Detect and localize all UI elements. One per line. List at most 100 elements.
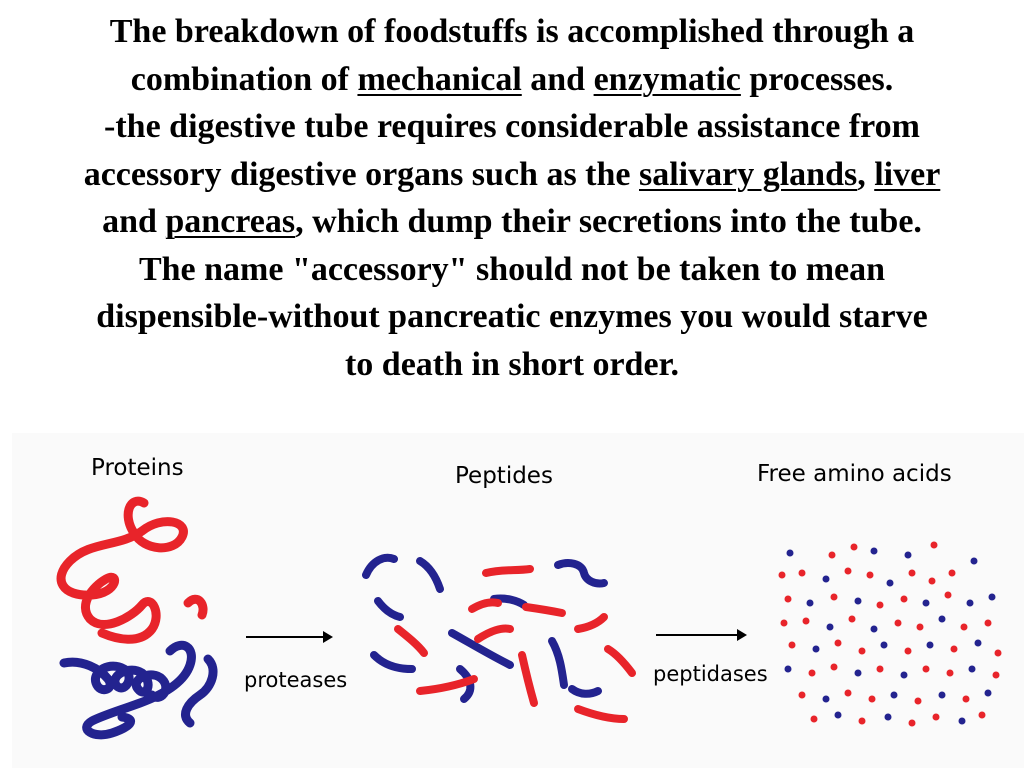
line5-post: , which dump their secretions into the t… [295,203,922,240]
line4-pre: accessory digestive organs such as the [83,155,639,193]
amino-dot [886,579,894,587]
amino-dot [958,717,966,725]
text-line-8: to death in short order. [0,341,1024,389]
amino-dot [914,697,922,705]
line2-mid: and [521,60,594,98]
peptide-red-8 [518,651,538,707]
peptide-blue-6 [448,629,514,669]
label-proteases: proteases [244,668,347,692]
amino-dot [880,641,888,649]
amino-dot [806,599,814,607]
peptide-red-10 [574,705,628,723]
amino-dot [870,547,878,555]
amino-dot [858,717,866,725]
peptide-blue-4 [374,597,404,621]
amino-dot [994,649,1002,657]
amino-dot [850,543,858,551]
amino-dot [984,689,992,697]
digestion-diagram-svg: Proteins Peptides Free amino acids [56,455,1002,740]
amino-dot [810,715,818,723]
amino-dot [802,617,810,625]
amino-dot [830,593,838,601]
amino-dot [974,639,982,647]
protein-strand-red [56,496,208,644]
amino-dot [868,695,876,703]
slide-body-text: The breakdown of foodstuffs is accomplis… [0,8,1024,388]
amino-dot [904,647,912,655]
peptide-blue-10 [568,685,602,698]
amino-dot [904,551,912,559]
amino-dot [932,713,940,721]
line1: The breakdown of foodstuffs is accomplis… [109,13,915,50]
amino-dot [938,615,946,623]
protein-strand-blue [59,640,218,740]
term-mechanical[interactable]: mechanical [357,60,522,98]
amino-dot [788,641,796,649]
amino-dot [946,669,954,677]
amino-dot [798,569,806,577]
amino-dot [950,645,958,653]
text-line-4: accessory digestive organs such as the s… [0,151,1024,199]
line3: -the digestive tube requires considerabl… [104,108,920,145]
peptide-blue-7 [548,637,568,689]
peptide-red-7 [604,645,636,677]
text-line-6: The name "accessory" should not be taken… [0,246,1024,294]
amino-dot [812,645,820,653]
amino-dot [930,541,938,549]
line7: dispensible-without pancreatic enzymes y… [96,298,928,335]
label-free-amino-acids: Free amino acids [757,461,952,487]
amino-dot [808,669,816,677]
amino-dot [894,619,902,627]
peptide-blue-2 [416,557,444,593]
label-peptidases: peptidases [653,662,768,686]
amino-dot [784,665,792,673]
line2-pre: combination of [130,60,358,98]
amino-dot [966,599,974,607]
amino-dot [944,591,952,599]
amino-dot [858,647,866,655]
peptide-blue-1 [362,553,398,579]
amino-dot [978,711,986,719]
amino-dot [834,711,842,719]
line6: The name "accessory" should not be taken… [138,250,886,288]
text-line-3: -the digestive tube requires considerabl… [0,103,1024,151]
amino-dot [798,691,806,699]
term-salivary-glands[interactable]: salivary glands [639,155,858,193]
amino-dot [876,601,884,609]
label-proteins: Proteins [91,455,184,481]
text-line-5: and pancreas, which dump their secretion… [0,198,1024,246]
amino-dot [834,639,842,647]
amino-dot [916,623,924,631]
text-line-1: The breakdown of foodstuffs is accomplis… [0,8,1024,56]
peptide-red-5 [394,625,428,657]
amino-dot [900,671,908,679]
amino-dot [822,575,830,583]
amino-dot [826,623,834,631]
amino-dot [848,615,856,623]
term-enzymatic[interactable]: enzymatic [593,60,741,98]
amino-dot [822,695,830,703]
amino-dot [784,595,792,603]
text-line-7: dispensible-without pancreatic enzymes y… [0,293,1024,341]
amino-dot [844,567,852,575]
amino-dot [908,719,916,727]
amino-dot [922,665,930,673]
amino-dot [992,671,1000,679]
amino-dot [884,713,892,721]
peptide-fragments [362,553,636,723]
term-pancreas[interactable]: pancreas [165,203,296,240]
amino-dot [988,593,996,601]
amino-dot [908,569,916,577]
amino-dot [786,549,794,557]
peptide-red-3 [522,603,566,617]
amino-dot [962,695,970,703]
term-liver[interactable]: liver [874,155,941,193]
peptide-red-6 [474,624,514,643]
peptide-blue-9 [456,665,475,703]
peptide-red-4 [574,613,608,633]
amino-dot [854,669,862,677]
amino-dot [938,691,946,699]
amino-dot [876,665,884,673]
line8: to death in short order. [344,345,680,383]
amino-dot [844,689,852,697]
